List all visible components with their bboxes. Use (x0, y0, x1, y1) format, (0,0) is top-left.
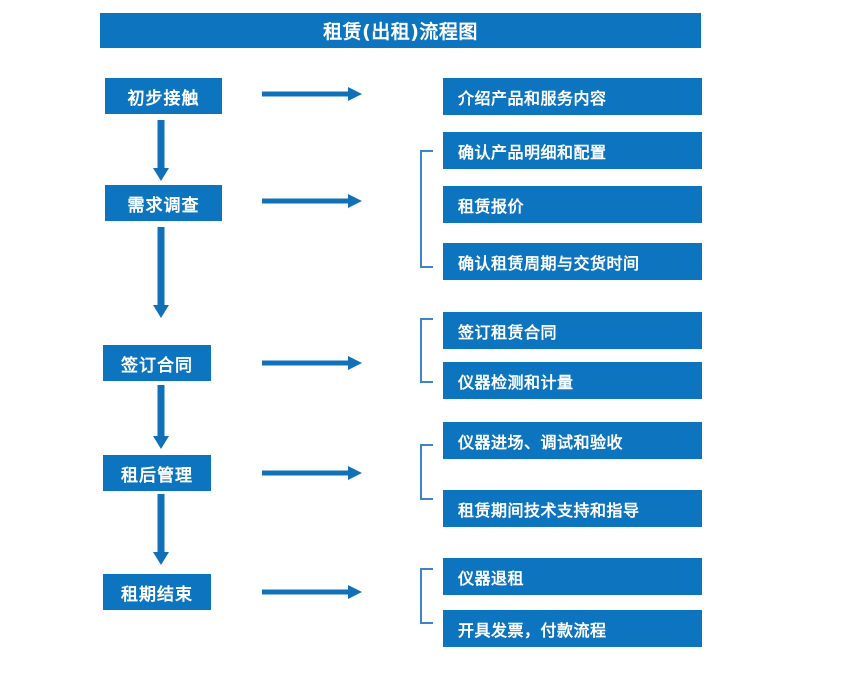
bracket-stage-3 (419, 318, 435, 383)
bracket-stage-2 (419, 150, 435, 268)
diagram-title: 租赁(出租)流程图 (100, 13, 701, 48)
down-arrow-stage-1-to-2 (152, 120, 170, 182)
bracket-stage-5 (419, 568, 435, 624)
detail-box-2-2[interactable]: 租赁报价 (443, 186, 702, 223)
detail-box-2-1[interactable]: 确认产品明细和配置 (443, 132, 702, 169)
right-arrow-stage-2 (262, 192, 362, 210)
down-arrow-stage-2-to-3 (152, 227, 170, 319)
detail-box-1-1[interactable]: 介绍产品和服务内容 (443, 78, 702, 115)
detail-box-4-2[interactable]: 租赁期间技术支持和指导 (443, 490, 702, 527)
detail-box-5-1[interactable]: 仪器退租 (443, 558, 702, 595)
right-arrow-stage-1 (262, 85, 362, 103)
down-arrow-stage-3-to-4 (152, 385, 170, 450)
right-arrow-stage-3 (262, 354, 362, 372)
bracket-stage-4 (419, 444, 435, 500)
stage-box-sign-contract[interactable]: 签订合同 (103, 345, 211, 381)
stage-box-post-lease-management[interactable]: 租后管理 (103, 455, 211, 491)
stage-box-lease-end[interactable]: 租期结束 (103, 574, 211, 610)
detail-box-3-1[interactable]: 签订租赁合同 (443, 312, 702, 349)
stage-box-demand-survey[interactable]: 需求调查 (105, 185, 222, 221)
detail-box-5-2[interactable]: 开具发票，付款流程 (443, 610, 702, 647)
stage-box-initial-contact[interactable]: 初步接触 (105, 78, 222, 114)
right-arrow-stage-4 (262, 464, 362, 482)
detail-box-4-1[interactable]: 仪器进场、调试和验收 (443, 422, 702, 459)
right-arrow-stage-5 (262, 583, 362, 601)
down-arrow-stage-4-to-5 (152, 494, 170, 566)
detail-box-2-3[interactable]: 确认租赁周期与交货时间 (443, 243, 702, 280)
detail-box-3-2[interactable]: 仪器检测和计量 (443, 362, 702, 399)
